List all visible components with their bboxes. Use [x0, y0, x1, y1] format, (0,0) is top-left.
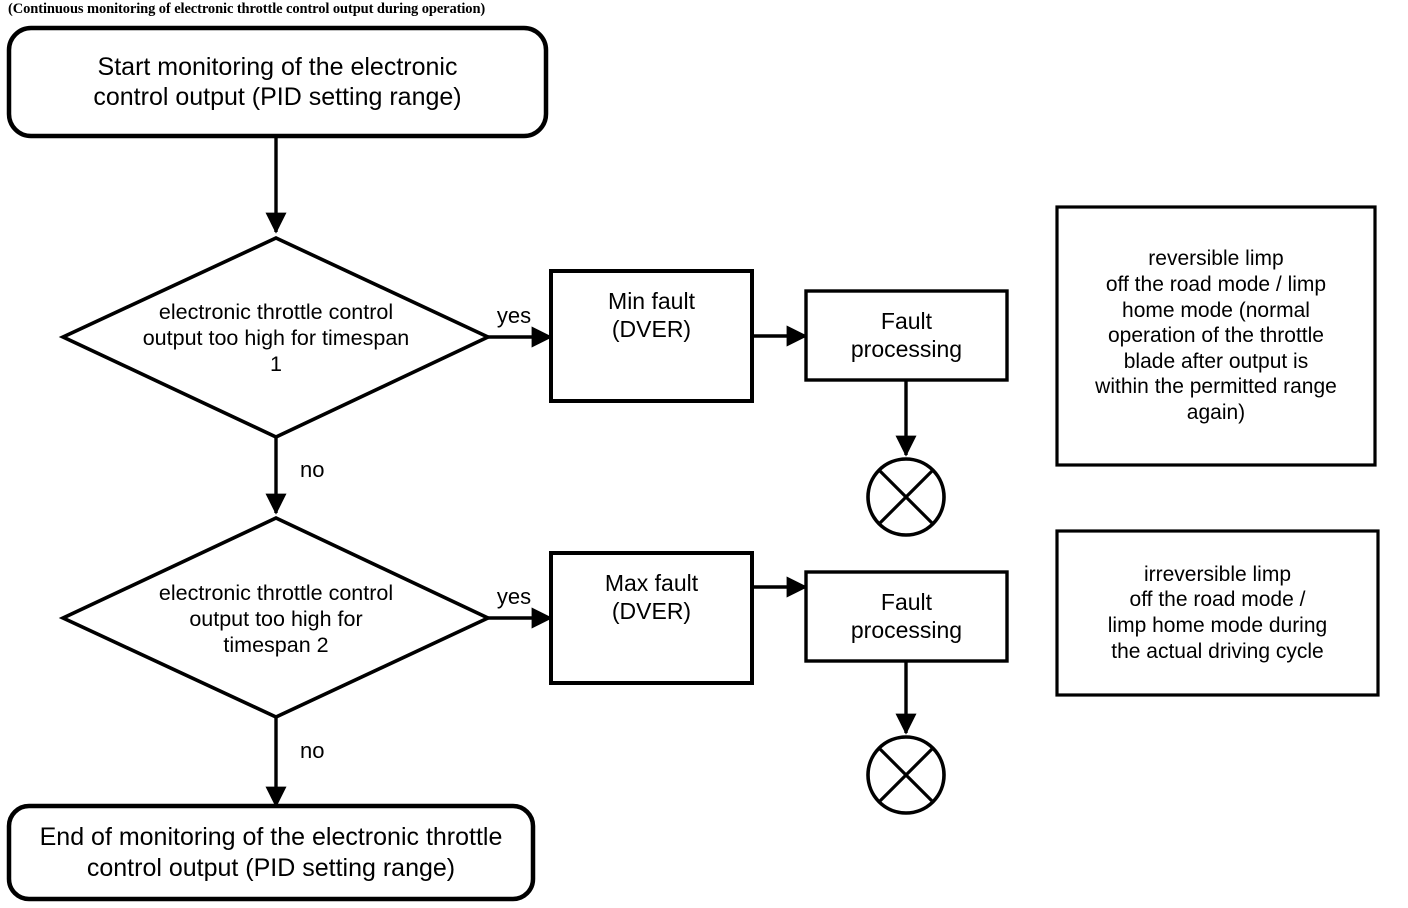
fault-processing-2-shape	[804, 570, 1009, 663]
decision2-shape	[58, 516, 493, 719]
crossed-circle-lamp-icon-1	[866, 457, 946, 537]
end-terminal-shape	[6, 803, 536, 902]
note-2-shape	[1055, 529, 1380, 697]
decision1-shape	[58, 236, 493, 439]
start-terminal-shape	[6, 25, 549, 139]
diagram-caption: (Continuous monitoring of electronic thr…	[8, 1, 486, 17]
min-fault-shape	[549, 269, 754, 403]
fault-processing-1-shape	[804, 289, 1009, 382]
max-fault-shape	[549, 551, 754, 685]
note-1-shape	[1055, 205, 1377, 467]
crossed-circle-lamp-icon-2	[866, 735, 946, 815]
